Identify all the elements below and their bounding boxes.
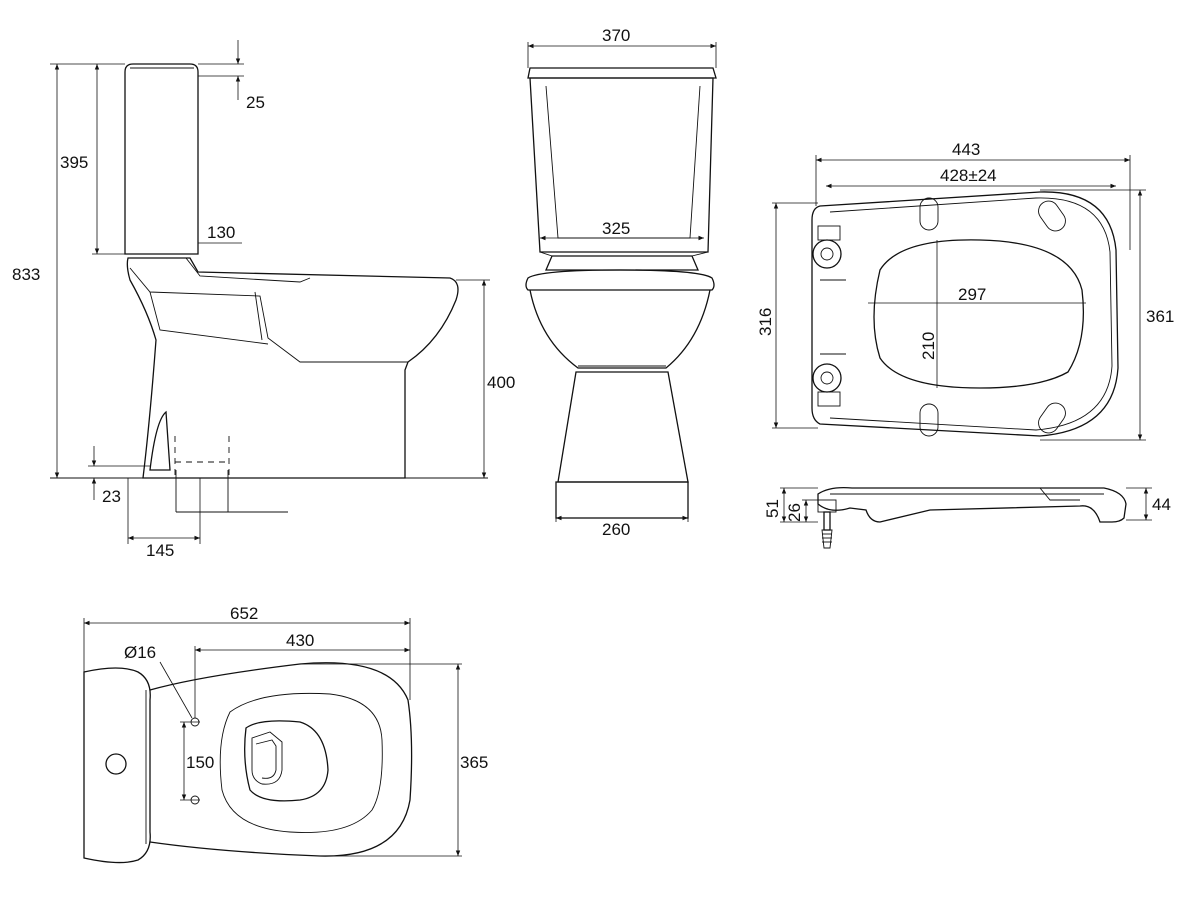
front-bowl — [529, 289, 711, 369]
dim-325: 325 — [602, 219, 630, 238]
dim-400: 400 — [487, 373, 515, 392]
dim-361: 361 — [1146, 307, 1174, 326]
side-view: 833 395 25 130 400 23 145 — [12, 40, 515, 560]
dim-395: 395 — [60, 153, 88, 172]
dim-297: 297 — [958, 285, 986, 304]
front-cistern-lid — [527, 67, 717, 79]
seat-side-view: 51 26 44 — [763, 486, 1171, 549]
seat-side-profile — [817, 486, 1127, 523]
dim-428: 428±24 — [940, 166, 997, 185]
dim-260: 260 — [602, 520, 630, 539]
dim-25: 25 — [246, 93, 265, 112]
seat-outline — [811, 191, 1119, 437]
dim-44: 44 — [1152, 495, 1171, 514]
seat-opening — [873, 239, 1085, 389]
dim-833: 833 — [12, 265, 40, 284]
dim-26: 26 — [785, 503, 804, 522]
dim-d16: Ø16 — [124, 643, 156, 662]
front-view: 370 325 260 — [525, 26, 717, 539]
plan-pan — [149, 662, 413, 857]
dim-130: 130 — [207, 223, 235, 242]
dim-51: 51 — [763, 499, 782, 518]
dim-316: 316 — [756, 308, 775, 336]
dim-652: 652 — [230, 604, 258, 623]
dim-150: 150 — [186, 753, 214, 772]
plan-view: 652 430 Ø16 150 365 — [83, 604, 488, 864]
dim-430: 430 — [286, 631, 314, 650]
dim-23: 23 — [102, 487, 121, 506]
dim-210: 210 — [919, 332, 938, 360]
dim-370: 370 — [602, 26, 630, 45]
seat-top-view: 297 210 443 428±24 316 361 — [756, 140, 1174, 441]
plan-cistern — [83, 667, 151, 864]
dim-365: 365 — [460, 753, 488, 772]
front-pedestal — [557, 371, 689, 483]
side-bowl — [126, 257, 459, 479]
dim-443: 443 — [952, 140, 980, 159]
side-cistern — [124, 63, 199, 255]
dim-145: 145 — [146, 541, 174, 560]
